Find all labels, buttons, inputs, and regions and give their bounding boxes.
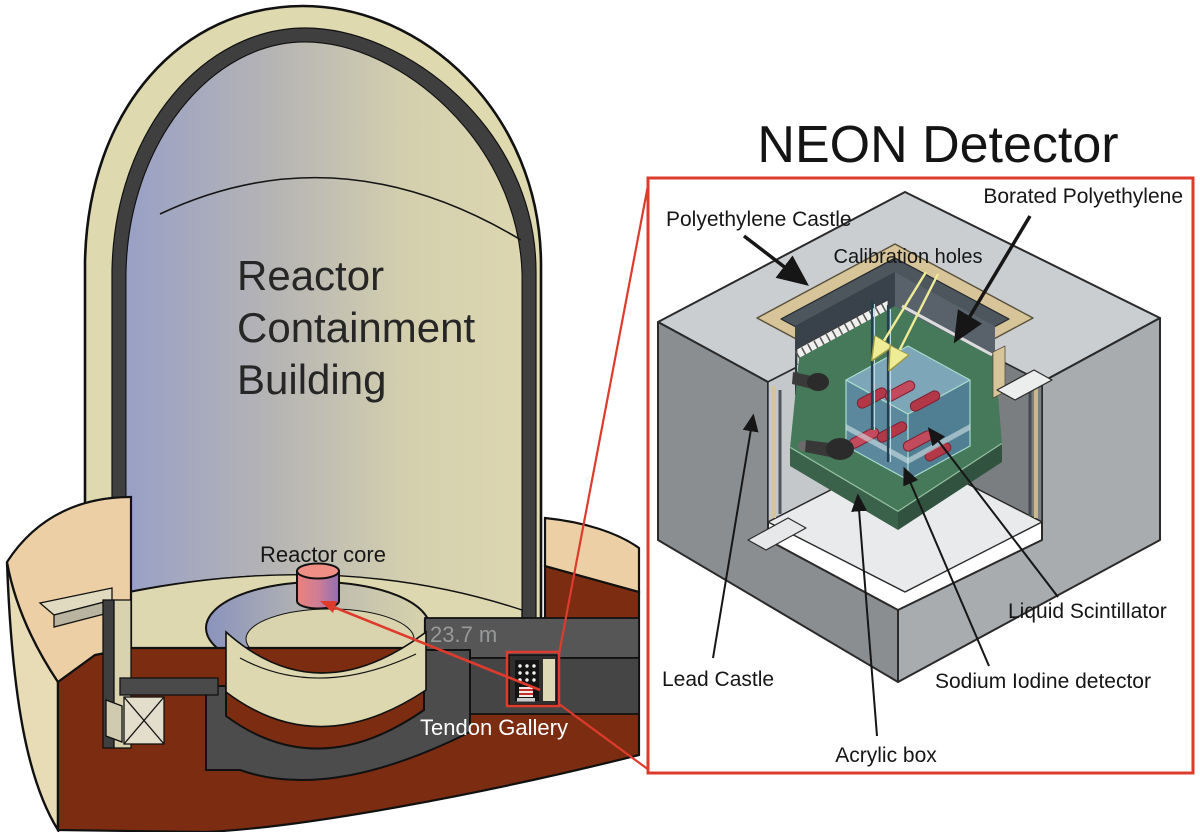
liquid-scintillator-label: Liquid Scintillator: [1008, 600, 1167, 623]
arrow-polyethylene-castle: [742, 234, 809, 286]
right-step-block: [996, 369, 1053, 401]
calibration-tubes: [870, 300, 892, 462]
mini-detector-dots: [518, 664, 536, 682]
sodium-iodine-detector-label: Sodium Iodine detector: [935, 670, 1151, 693]
core-pointer-arrowhead: [320, 601, 337, 613]
pit-cut-cream: [225, 630, 427, 728]
tank-front-right: [898, 444, 1002, 530]
mini-detector-base: [517, 698, 535, 702]
pit-bowl-line: [239, 653, 417, 679]
panel-title: NEON Detector: [757, 116, 1118, 174]
neon-detector-panel: NEON Detector: [646, 116, 1195, 775]
arrow-lead-castle: [712, 413, 759, 659]
lead-castle-label: Lead Castle: [662, 668, 774, 691]
core-pointer-line: [330, 604, 541, 692]
reactor-containment-building: Reactor Containment Building Reactor cor…: [5, 4, 651, 832]
arrow-sodium-iodine: [903, 466, 990, 667]
arrow-calibration-2: [891, 273, 940, 367]
reactor-core-top: [296, 562, 340, 580]
acrylic-box-label: Acrylic box: [835, 744, 937, 767]
tendon-gallery-label: Tendon Gallery: [420, 715, 568, 740]
borated-polyethylene-label: Borated Polyethylene: [983, 185, 1183, 208]
pit-cut-gray: [205, 649, 471, 782]
tank-front-left: [790, 448, 898, 530]
building-label-line2: Containment: [237, 304, 475, 351]
detector-cutaway: [657, 191, 1161, 683]
left-step-block: [747, 517, 807, 551]
tank-pmt-feedthroughs: [792, 372, 854, 460]
reactor-core-label: Reactor core: [260, 542, 386, 567]
arrow-calibration-1: [874, 271, 928, 357]
polyethylene-castle-label: Polyethylene Castle: [666, 208, 852, 231]
calibration-arrows: [874, 271, 940, 367]
left-gray-slab: [119, 677, 219, 696]
building-label-line1: Reactor: [237, 252, 384, 299]
zoom-connector-top: [557, 179, 651, 655]
xbrace-diag-2: [123, 696, 165, 745]
arrow-acrylic-box: [851, 493, 878, 737]
zoom-connector-bottom: [558, 703, 650, 771]
reactor-core-body: [296, 570, 340, 610]
tendon-gallery-highlight-box: [505, 650, 561, 708]
calibration-holes-label: Calibration holes: [834, 246, 983, 268]
dome-spring-line: [159, 176, 522, 241]
base-ring-top-right: [543, 516, 641, 594]
building-label-line3: Building: [237, 356, 386, 403]
niche-back-wall: [543, 659, 555, 701]
left-window: [105, 699, 123, 743]
label-arrows: [712, 215, 1059, 737]
mini-detector-stripes-bg: [519, 687, 533, 697]
distance-label: 23.7 m: [430, 622, 497, 647]
left-cut-structures: [38, 587, 219, 749]
reactor-core: [296, 562, 340, 610]
arrow-liquid-scintillator: [927, 427, 1059, 598]
arrow-borated-polyethylene: [953, 215, 1032, 344]
